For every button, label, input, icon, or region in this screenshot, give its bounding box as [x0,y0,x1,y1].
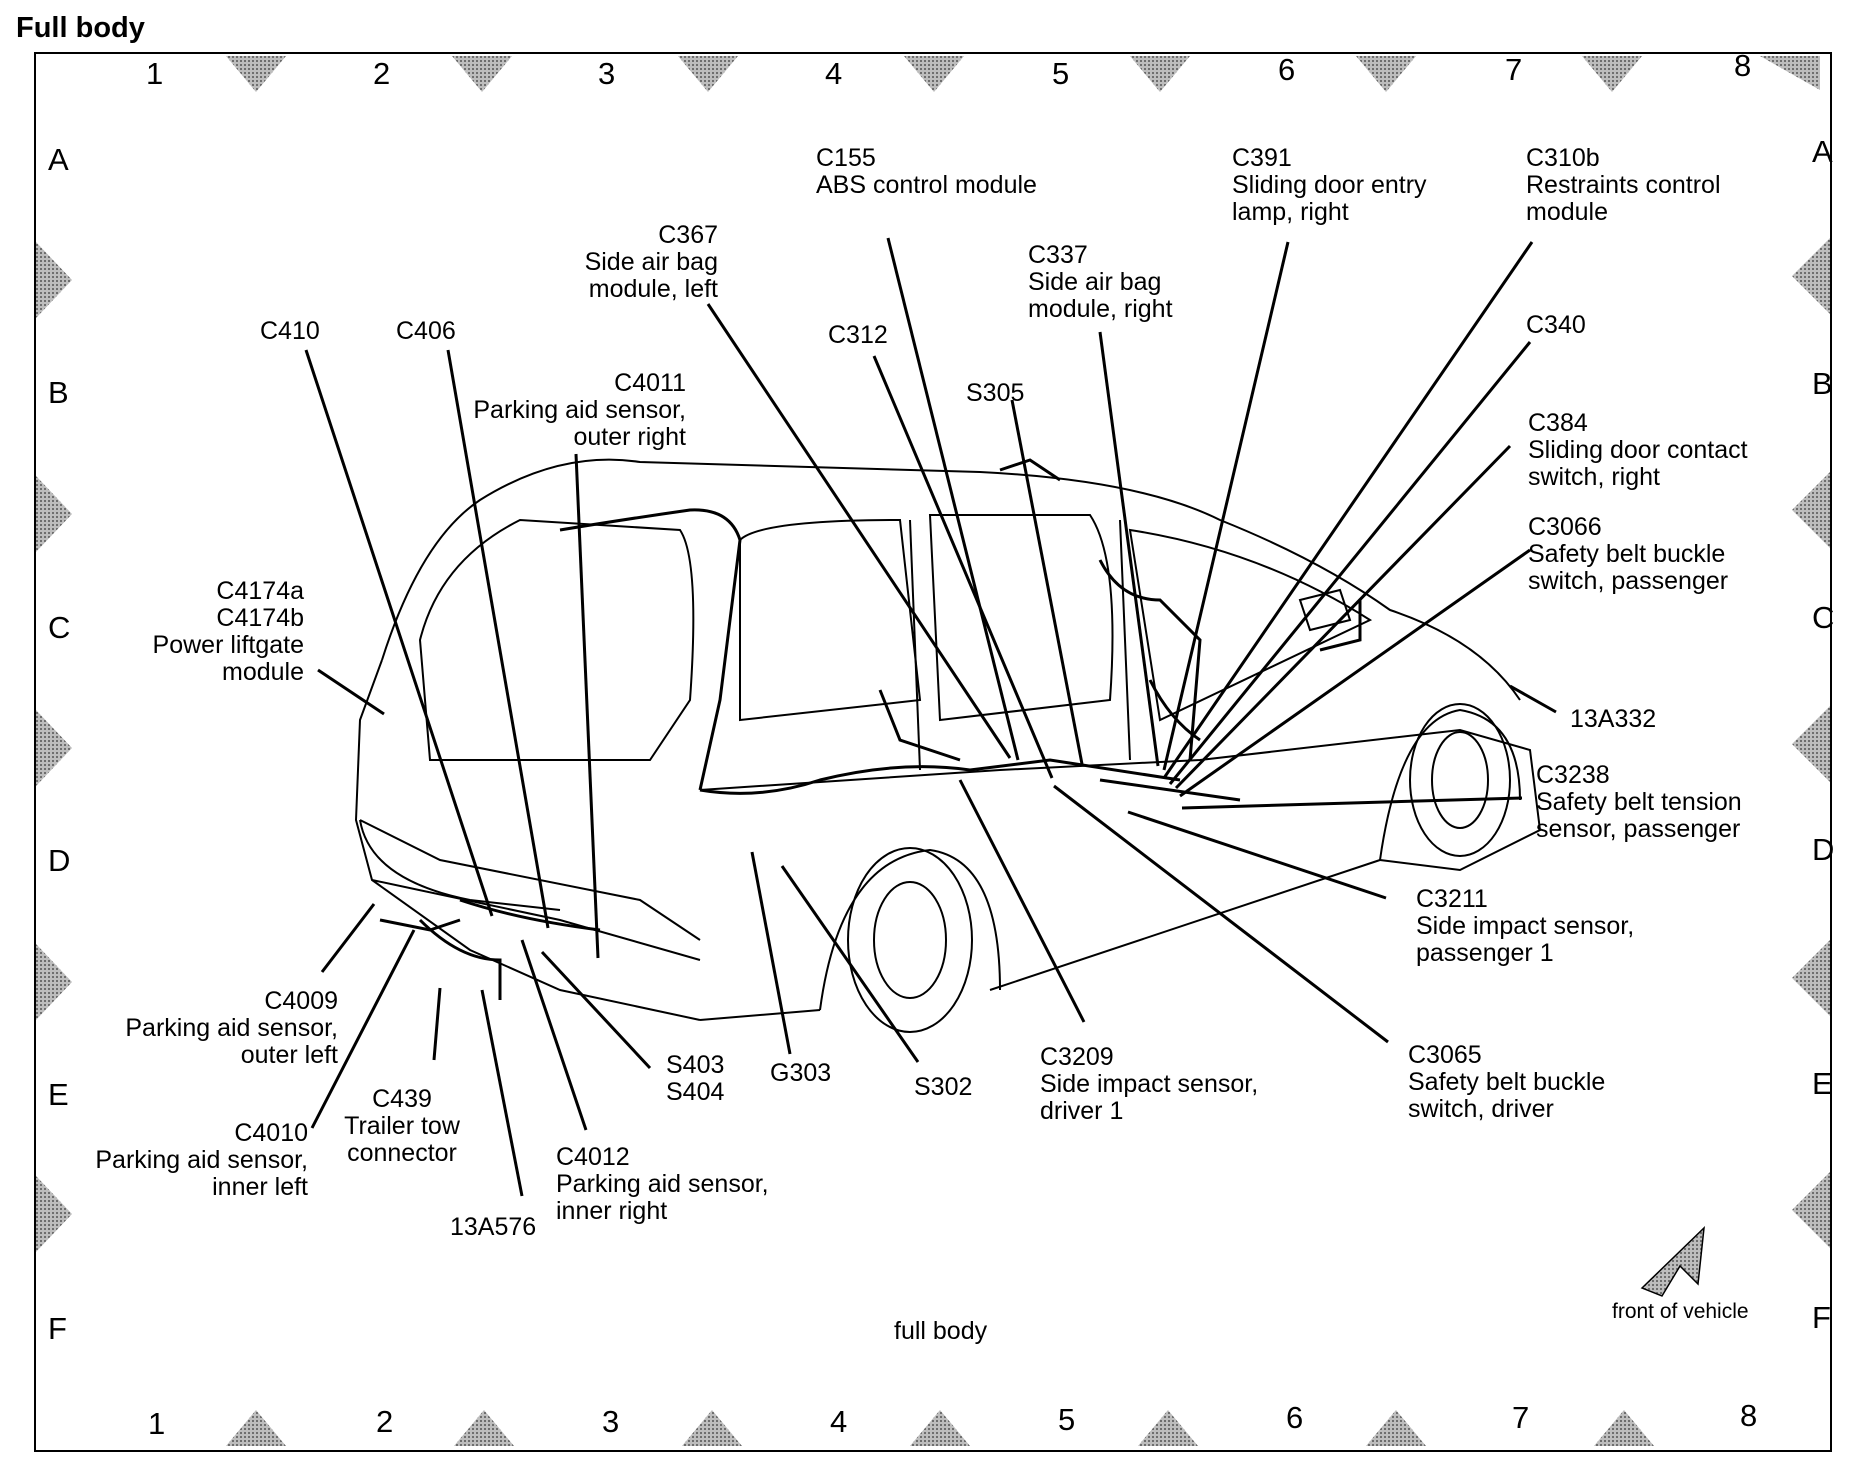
grid-col-top-3: 3 [598,56,616,91]
page-title: Full body [16,12,145,44]
label-g303: G303 [770,1059,832,1087]
grid-col-bottom-6: 6 [1286,1400,1304,1435]
front-of-vehicle-label: front of vehicle [1612,1300,1749,1323]
grid-col-bottom-3: 3 [602,1404,620,1439]
label-c312: C312 [828,321,888,349]
grid-col-top-5: 5 [1052,56,1070,91]
diagram-frame [34,52,1832,1452]
grid-row-right-b: B [1812,366,1833,401]
vehicle-outline [354,458,1542,1033]
label-c406: C406 [396,317,456,345]
label-s305: S305 [966,379,1025,407]
grid-col-bottom-8: 8 [1740,1398,1758,1433]
diagram-caption: full body [894,1317,988,1345]
label-s403-s404: S403 S404 [666,1051,725,1106]
grid-col-top-8: 8 [1734,48,1752,83]
grid-row-left-d: D [48,843,71,878]
grid-row-left-e: E [48,1077,69,1112]
grid-row-left-a: A [48,142,69,177]
wiring-harness [379,458,1362,1000]
label-13a332: 13A332 [1570,705,1657,733]
grid-row-left-b: B [48,375,69,410]
label-c410: C410 [260,317,320,345]
grid-col-top-6: 6 [1278,52,1296,87]
grid-row-right-d: D [1812,832,1835,867]
grid-col-top-2: 2 [373,56,391,91]
grid-row-right-f: F [1812,1300,1831,1335]
grid-col-bottom-1: 1 [148,1406,166,1441]
grid-row-right-a: A [1812,134,1833,169]
grid-row-left-c: C [48,610,71,645]
grid-col-bottom-4: 4 [830,1404,848,1439]
label-13a576: 13A576 [450,1213,537,1241]
leader-lines [304,237,1557,1197]
label-s302: S302 [914,1073,973,1101]
grid-col-bottom-5: 5 [1058,1402,1076,1437]
grid-row-left-f: F [48,1311,67,1346]
grid-col-bottom-7: 7 [1512,1400,1530,1435]
grid-markers [36,56,1830,1446]
grid-col-top-7: 7 [1505,52,1523,87]
label-c340: C340 [1526,311,1586,339]
grid-col-top-1: 1 [146,56,164,91]
grid-col-bottom-2: 2 [376,1404,394,1439]
grid-row-right-e: E [1812,1066,1833,1101]
grid-col-top-4: 4 [825,56,843,91]
front-arrow-icon [1640,1226,1705,1297]
grid-row-right-c: C [1812,600,1835,635]
